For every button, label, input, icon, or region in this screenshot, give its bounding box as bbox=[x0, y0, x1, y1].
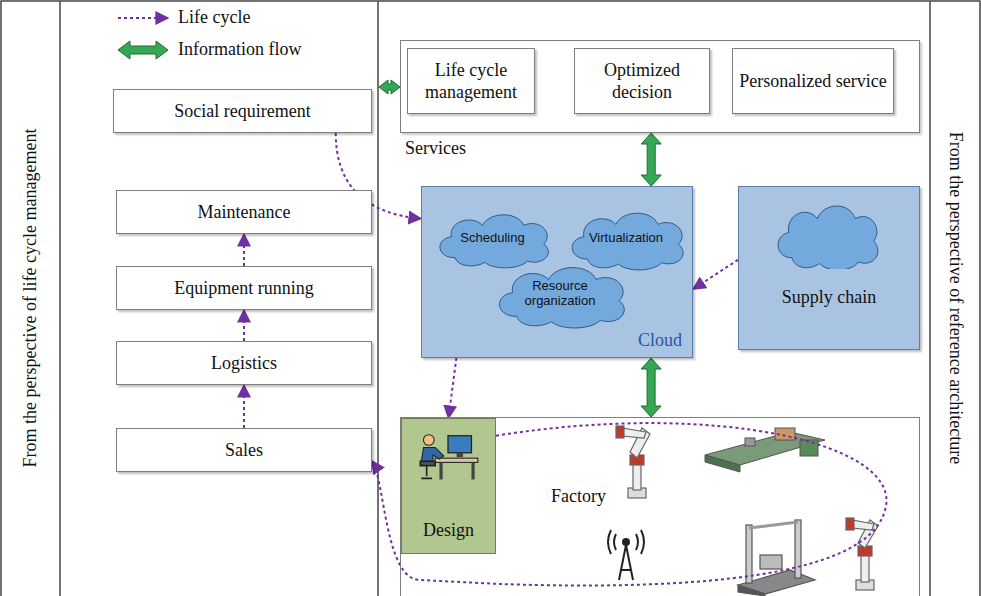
node-label: Scheduling bbox=[460, 231, 524, 246]
label-holder: Design bbox=[402, 520, 495, 541]
robot-arm bbox=[616, 426, 650, 498]
node-label: Resource organization bbox=[506, 279, 614, 309]
node-label: Sales bbox=[225, 439, 263, 462]
robot-arm bbox=[846, 518, 878, 590]
label-holder: Services bbox=[405, 138, 466, 159]
label-holder: Cloud bbox=[638, 330, 682, 351]
side-label: From the perspective of life cycle manag… bbox=[20, 129, 40, 468]
life-cycle-arrow bbox=[449, 358, 457, 418]
cloud-shape: Resource organization bbox=[488, 261, 632, 327]
service-box: Optimized decision bbox=[574, 48, 710, 114]
services-group: ServicesLife cycle managementOptimized d… bbox=[400, 40, 920, 133]
supply-chain-panel: Supply chain bbox=[738, 186, 920, 350]
process-box: Logistics bbox=[116, 341, 372, 385]
designer-icon bbox=[416, 429, 480, 483]
process-box: Equipment running bbox=[116, 266, 372, 310]
agv-cart bbox=[738, 520, 815, 596]
cloud-outline-path bbox=[440, 215, 548, 268]
node-label: Equipment running bbox=[174, 277, 313, 300]
node-label: Maintenance bbox=[198, 201, 291, 224]
node-label: Social requirement bbox=[174, 100, 310, 123]
node-label: Design bbox=[423, 520, 474, 540]
label-holder: Supply chain bbox=[739, 287, 919, 308]
node-label: Supply chain bbox=[782, 287, 877, 307]
life-cycle-arrow bbox=[243, 310, 245, 341]
life-cycle-arrow bbox=[243, 234, 245, 266]
life-cycle-arrow bbox=[693, 260, 738, 289]
cloud-shape: Scheduling bbox=[430, 209, 555, 267]
cloud-panel: Cloud Scheduling VirtualizationResource or… bbox=[421, 186, 693, 358]
service-box: Personalized service bbox=[732, 48, 894, 114]
side-label: From the perspective of reference archit… bbox=[946, 132, 966, 464]
info-flow-arrow bbox=[379, 80, 400, 94]
information-flow-arrow bbox=[641, 133, 661, 186]
node-label: Logistics bbox=[211, 352, 277, 375]
legend-text: Information flow bbox=[178, 39, 301, 60]
node-label: Cloud bbox=[638, 330, 682, 350]
side-label-holder: From the perspective of life cycle manag… bbox=[20, 129, 41, 468]
cloud-outline-path bbox=[499, 268, 624, 328]
node-label: Personalized service bbox=[739, 70, 886, 93]
cloud-outline-path bbox=[572, 213, 683, 270]
node-label: Life cycle management bbox=[414, 59, 528, 104]
legend-text: Life cycle bbox=[178, 7, 250, 28]
legend-swatch bbox=[118, 17, 168, 19]
node-label: Optimized decision bbox=[581, 59, 703, 104]
service-box: Life cycle management bbox=[407, 48, 535, 114]
side-label-holder: From the perspective of reference archit… bbox=[945, 132, 966, 464]
information-flow-arrow bbox=[641, 358, 661, 417]
antenna-icon bbox=[608, 530, 644, 580]
design-box: Design bbox=[401, 418, 496, 554]
cloud-shape: Virtualization bbox=[562, 207, 690, 269]
node-label: Factory bbox=[551, 486, 606, 506]
cloud-icon bbox=[769, 199, 884, 269]
life-cycle-arrow bbox=[243, 385, 245, 428]
conveyor bbox=[705, 428, 825, 472]
label-holder: Factory bbox=[551, 486, 606, 507]
factory-panel: FactoryDesign bbox=[400, 417, 920, 596]
process-box: Social requirement bbox=[113, 89, 372, 133]
cloud-icon-path bbox=[778, 206, 878, 269]
process-box: Maintenance bbox=[116, 190, 372, 234]
process-box: Sales bbox=[116, 428, 372, 472]
legend-swatch bbox=[118, 41, 168, 59]
node-label: Services bbox=[405, 138, 466, 158]
node-label: Virtualization bbox=[589, 231, 663, 246]
